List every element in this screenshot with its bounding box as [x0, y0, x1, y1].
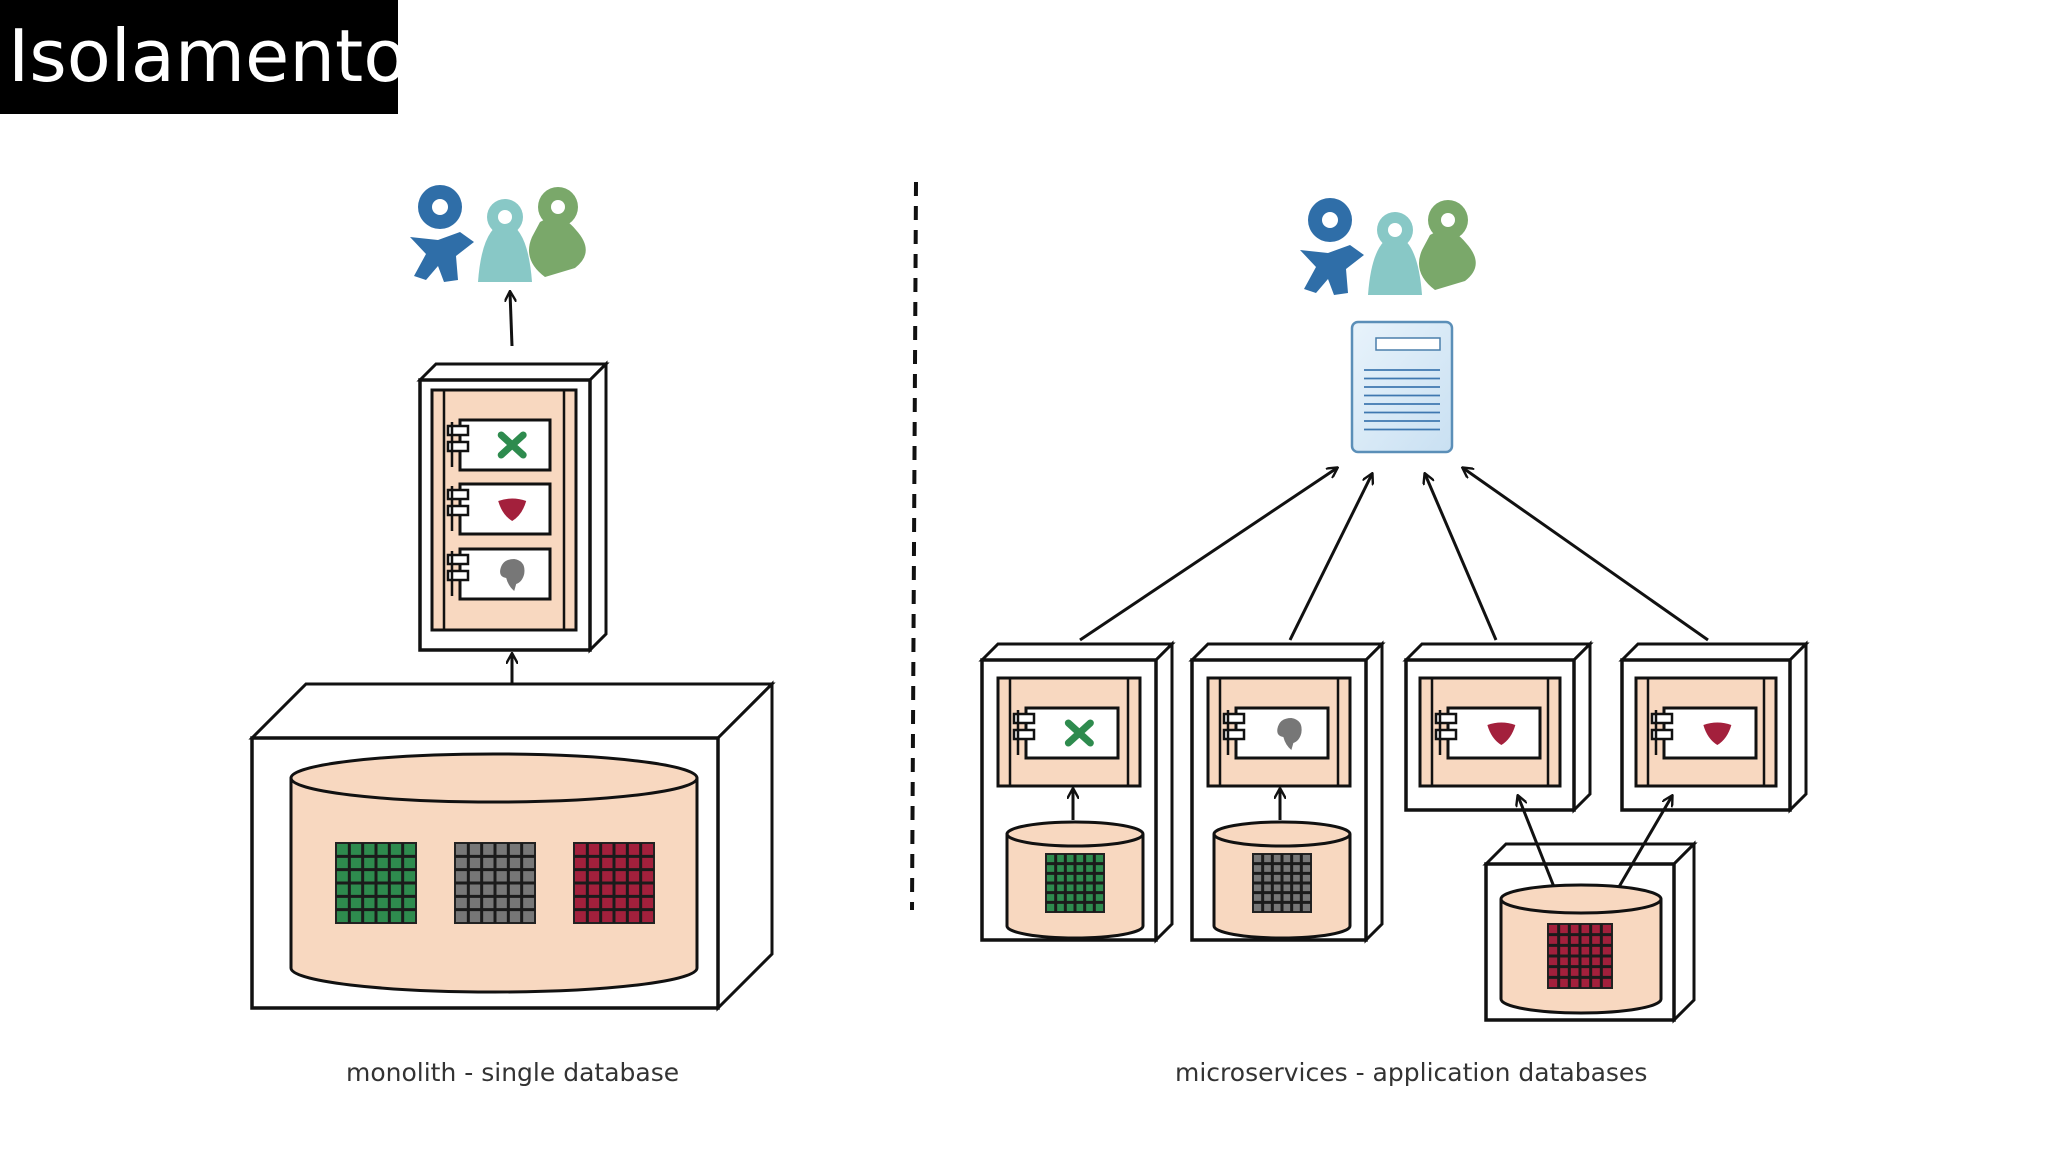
blue-user-icon — [1300, 198, 1364, 295]
monolith-component-green — [446, 418, 552, 472]
green-table-icon — [335, 842, 417, 924]
gray-blob-icon — [500, 559, 525, 591]
shared-crimson-table-icon — [1547, 923, 1613, 989]
slide-title: Isolamento — [8, 14, 408, 98]
microservices-users-icon — [1300, 198, 1476, 295]
monolith-component-crimson — [446, 482, 552, 536]
arrow-service2-to-gateway — [1288, 474, 1372, 641]
monolith-caption: monolith - single database — [346, 1058, 680, 1087]
green-cross-icon — [497, 431, 527, 459]
gray-blob-icon — [1277, 718, 1302, 750]
teal-user-icon — [478, 199, 532, 282]
arrow-server-to-users — [510, 292, 512, 347]
gateway-document-icon — [1350, 320, 1454, 454]
arrow-service1-to-gateway — [1079, 468, 1337, 642]
crimson-heart-icon — [498, 498, 527, 521]
service-gray-table-icon — [1252, 853, 1312, 913]
green-user-icon — [528, 187, 586, 277]
section-divider — [910, 181, 918, 911]
service-crimson-b-component — [1650, 706, 1758, 760]
arrow-service4-to-gateway — [1463, 468, 1709, 642]
service-green-component — [1012, 706, 1120, 760]
arrow-shared-db-to-service-b — [1614, 796, 1672, 893]
monolith-component-gray — [446, 547, 552, 601]
service-gray-component — [1222, 706, 1330, 760]
monolith-users-icon — [410, 185, 586, 282]
title-bar: Isolamento — [0, 0, 407, 114]
crimson-table-icon — [573, 842, 655, 924]
teal-user-icon — [1368, 212, 1422, 295]
crimson-heart-icon — [1703, 722, 1732, 745]
blue-user-icon — [410, 185, 474, 282]
green-cross-icon — [1064, 719, 1094, 747]
service-crimson-a-component — [1434, 706, 1542, 760]
arrow-service3-to-gateway — [1425, 474, 1498, 641]
green-user-icon — [1418, 200, 1476, 290]
arrow-shared-db-to-service-a — [1518, 796, 1558, 893]
microservices-caption: microservices - application databases — [1175, 1058, 1648, 1087]
gray-table-icon — [454, 842, 536, 924]
service-green-table-icon — [1045, 853, 1105, 913]
crimson-heart-icon — [1487, 722, 1516, 745]
